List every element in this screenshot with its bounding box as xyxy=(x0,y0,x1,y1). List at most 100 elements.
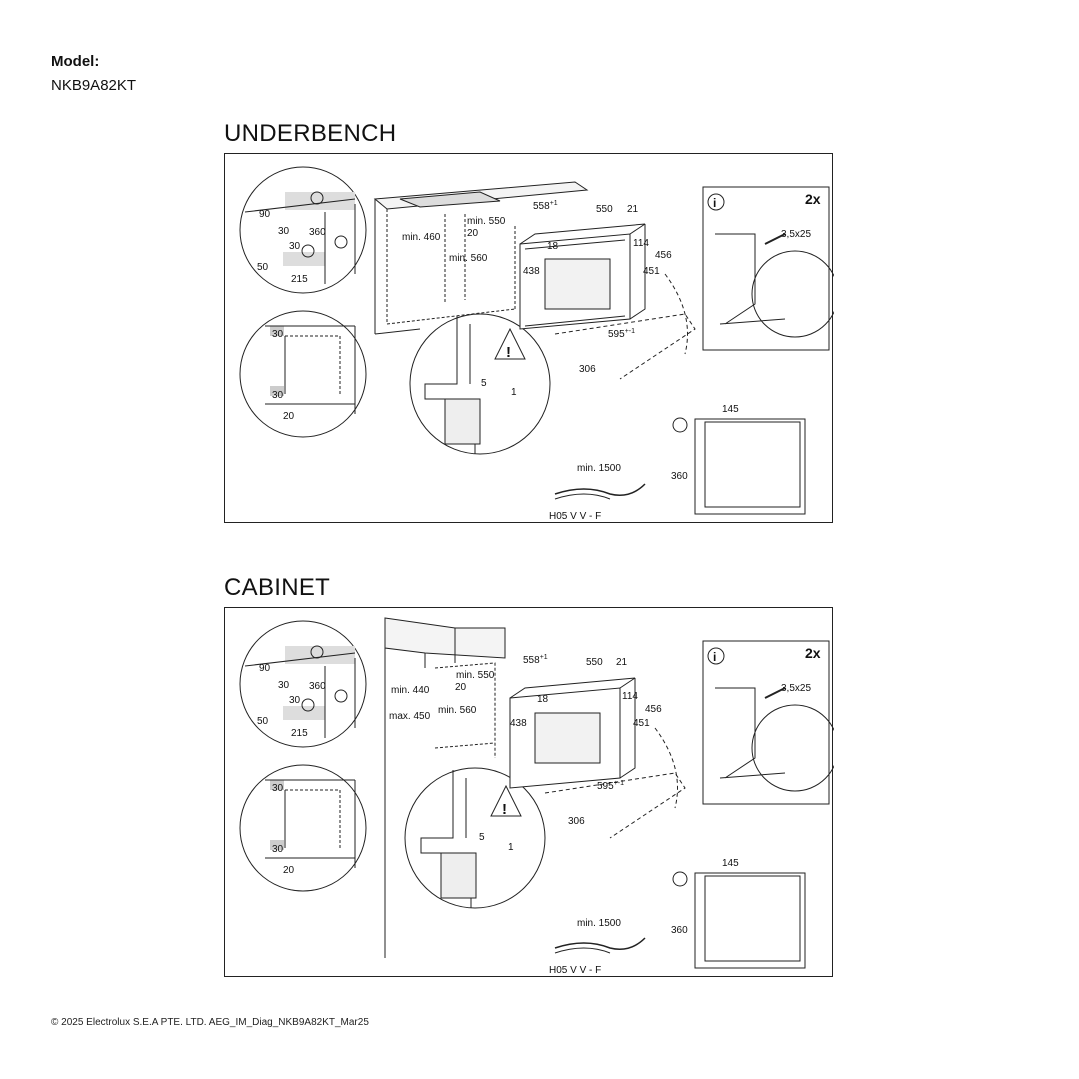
dim-438: 438 xyxy=(523,266,540,277)
dim-18: 18 xyxy=(537,694,549,705)
dim-145: 145 xyxy=(722,858,739,869)
zoom-circle-mounting-gap xyxy=(404,767,546,909)
cabinet-front xyxy=(386,209,516,325)
cabinet-diagram-panel: 90 30 360 30 50 215 min. 440 max. 450 mi… xyxy=(224,607,834,977)
dim-360-right: 360 xyxy=(671,925,688,936)
zoom-circle-ventilation xyxy=(239,166,367,294)
zoom-circle-ventilation xyxy=(239,620,367,748)
info-mark: i xyxy=(713,650,716,664)
dim-90: 90 xyxy=(259,209,271,220)
dim-558: 558+1 xyxy=(533,200,558,212)
underbench-diagram: 90 30 360 30 50 215 min. 460 min. 550 20… xyxy=(239,166,834,522)
dim-30b: 30 xyxy=(289,241,301,252)
dim-114: 114 xyxy=(633,238,649,249)
dim-558: 558+1 xyxy=(523,654,548,666)
dim-360: 360 xyxy=(309,227,326,238)
screw-size-label: 3,5x25 xyxy=(781,229,811,240)
dim-cab-20: 20 xyxy=(283,411,295,422)
dim-456: 456 xyxy=(655,250,672,261)
dim-1: 1 xyxy=(508,842,514,853)
info-panel xyxy=(702,186,830,351)
dim-20: 20 xyxy=(467,228,479,239)
dim-215: 215 xyxy=(291,728,308,739)
cabinet-diagram: 90 30 360 30 50 215 min. 440 max. 450 mi… xyxy=(239,617,834,976)
power-cable xyxy=(554,937,646,950)
power-icon-vent-top xyxy=(310,191,324,205)
dim-50: 50 xyxy=(257,262,269,273)
dim-min560: min. 560 xyxy=(449,253,488,264)
cable-min-length: min. 1500 xyxy=(577,463,621,474)
dim-90: 90 xyxy=(259,663,271,674)
section-title-cabinet: CABINET xyxy=(224,574,331,601)
warning-icon xyxy=(494,327,526,360)
dim-5: 5 xyxy=(481,378,487,389)
dim-cab-30-top: 30 xyxy=(272,783,284,794)
zoom-circle-mounting-gap xyxy=(409,313,551,455)
underbench-diagram-panel: 90 30 360 30 50 215 min. 460 min. 550 20… xyxy=(224,153,834,523)
power-icon-vent-top xyxy=(310,645,324,659)
dim-cab-20: 20 xyxy=(283,865,295,876)
dim-min440: min. 440 xyxy=(391,685,430,696)
dim-114: 114 xyxy=(622,691,638,702)
dim-warning-mark: ! xyxy=(502,801,507,818)
dim-30a: 30 xyxy=(278,680,290,691)
power-icon-vent-mid xyxy=(301,698,315,712)
dim-warning-mark: ! xyxy=(506,344,511,361)
cable-min-length: min. 1500 xyxy=(577,918,621,929)
info-icon xyxy=(707,193,725,211)
info-mark: i xyxy=(713,196,716,210)
dim-360-right: 360 xyxy=(671,471,688,482)
dim-max450: max. 450 xyxy=(389,711,431,722)
screw-detail-circle xyxy=(751,704,834,792)
power-icon-side xyxy=(334,689,348,703)
tall-cabinet xyxy=(384,617,506,659)
dim-1: 1 xyxy=(511,387,517,398)
dim-50: 50 xyxy=(257,716,269,727)
dim-cab-30-top: 30 xyxy=(272,329,284,340)
quantity-label: 2x xyxy=(805,645,821,661)
dim-306: 306 xyxy=(568,816,585,827)
dim-30a: 30 xyxy=(278,226,290,237)
model-number: NKB9A82KT xyxy=(51,77,137,94)
dim-595: 595+-1 xyxy=(608,328,635,340)
quantity-label: 2x xyxy=(805,191,821,207)
cable-type: H05 V V - F xyxy=(549,511,601,522)
dim-min550: min. 550 xyxy=(467,216,506,227)
dim-595: 595+-1 xyxy=(597,780,624,792)
dim-306: 306 xyxy=(579,364,596,375)
dim-550: 550 xyxy=(586,657,603,668)
info-panel xyxy=(702,640,830,805)
power-icon-side xyxy=(334,235,348,249)
dim-451: 451 xyxy=(633,718,650,729)
dim-145: 145 xyxy=(722,404,739,415)
section-title-underbench: UNDERBENCH xyxy=(224,120,397,147)
dim-5: 5 xyxy=(479,832,485,843)
model-label: Model: xyxy=(51,53,100,70)
screw-detail-circle xyxy=(751,250,834,338)
dim-21: 21 xyxy=(616,657,628,668)
dim-360: 360 xyxy=(309,681,326,692)
dim-451: 451 xyxy=(643,266,660,277)
dim-30b: 30 xyxy=(289,695,301,706)
info-icon xyxy=(707,647,725,665)
dim-456: 456 xyxy=(645,704,662,715)
dim-min550: min. 550 xyxy=(456,670,495,681)
dim-215: 215 xyxy=(291,274,308,285)
power-icon-vent-mid xyxy=(301,244,315,258)
dim-min560: min. 560 xyxy=(438,705,477,716)
power-cable xyxy=(554,483,646,496)
dim-20: 20 xyxy=(455,682,467,693)
zoom-circle-cabinet xyxy=(239,764,367,892)
dim-cab-30-bot: 30 xyxy=(272,844,284,855)
dim-cab-30-bot: 30 xyxy=(272,390,284,401)
dim-21: 21 xyxy=(627,204,639,215)
zoom-circle-cabinet xyxy=(239,310,367,438)
bracket-detail xyxy=(704,875,801,962)
footer-copyright: © 2025 Electrolux S.E.A PTE. LTD. AEG_IM… xyxy=(51,1017,369,1028)
power-icon-right xyxy=(672,871,688,887)
screw-size-label: 3,5x25 xyxy=(781,683,811,694)
dim-min460: min. 460 xyxy=(402,232,441,243)
dim-438: 438 xyxy=(510,718,527,729)
dim-18: 18 xyxy=(547,241,559,252)
warning-icon xyxy=(490,784,522,817)
